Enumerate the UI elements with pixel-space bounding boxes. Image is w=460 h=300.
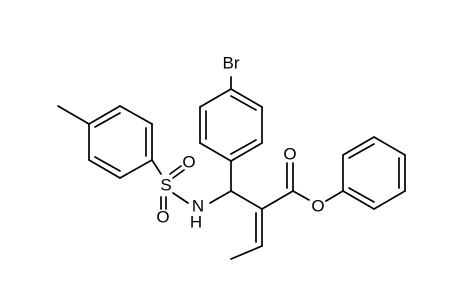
ring-bond [119, 159, 153, 179]
bond-ch-n [209, 190, 232, 204]
atom-n: N [192, 196, 204, 215]
atom-br: Br [223, 53, 240, 72]
sulfonamide [151, 159, 189, 210]
bond-ch-c [230, 190, 263, 210]
ring-double-bond [348, 143, 375, 159]
atom-h: H [190, 212, 202, 231]
bond-n-s [172, 192, 189, 204]
atom-labels: Br S O O N H O O [156, 53, 324, 231]
ring-double-bond [348, 187, 375, 203]
ring-double-bond [94, 156, 121, 172]
ring-bond [88, 105, 121, 125]
ring-bond [342, 136, 375, 156]
phenyl-ring [342, 136, 406, 210]
atom-o-ester: O [311, 196, 324, 215]
ring-bond [199, 88, 232, 108]
bond-s-c [151, 159, 162, 175]
atom-o-carbonyl: O [283, 144, 296, 163]
tolyl-ring [57, 105, 153, 179]
atom-s: S [160, 175, 171, 194]
ring-bond [342, 190, 375, 210]
ring-bond [88, 159, 121, 179]
ring-bond [373, 190, 406, 210]
ring-double-bond [94, 112, 121, 128]
ring-double-bond [230, 95, 257, 111]
atom-o-sulfonyl-top: O [182, 152, 195, 171]
ring-bond [373, 136, 406, 156]
ring-bond [230, 142, 263, 162]
bond-s-o-top [169, 165, 182, 175]
bond-oester-phenyl [325, 190, 344, 202]
bond-c-oester [292, 190, 310, 201]
backbone [209, 160, 344, 260]
atom-o-sulfonyl-bottom: O [156, 207, 169, 226]
ring-bond [199, 142, 232, 162]
ring-bond [119, 105, 153, 125]
bond-s-o-top-2 [172, 169, 185, 179]
ring-double-bond [230, 139, 257, 155]
bond-methyl [230, 245, 263, 260]
bromophenyl-ring [199, 76, 263, 162]
bond-methyl-tolyl [57, 105, 90, 125]
bond-c-carbonyl [261, 190, 294, 210]
ring-bond [230, 88, 263, 108]
